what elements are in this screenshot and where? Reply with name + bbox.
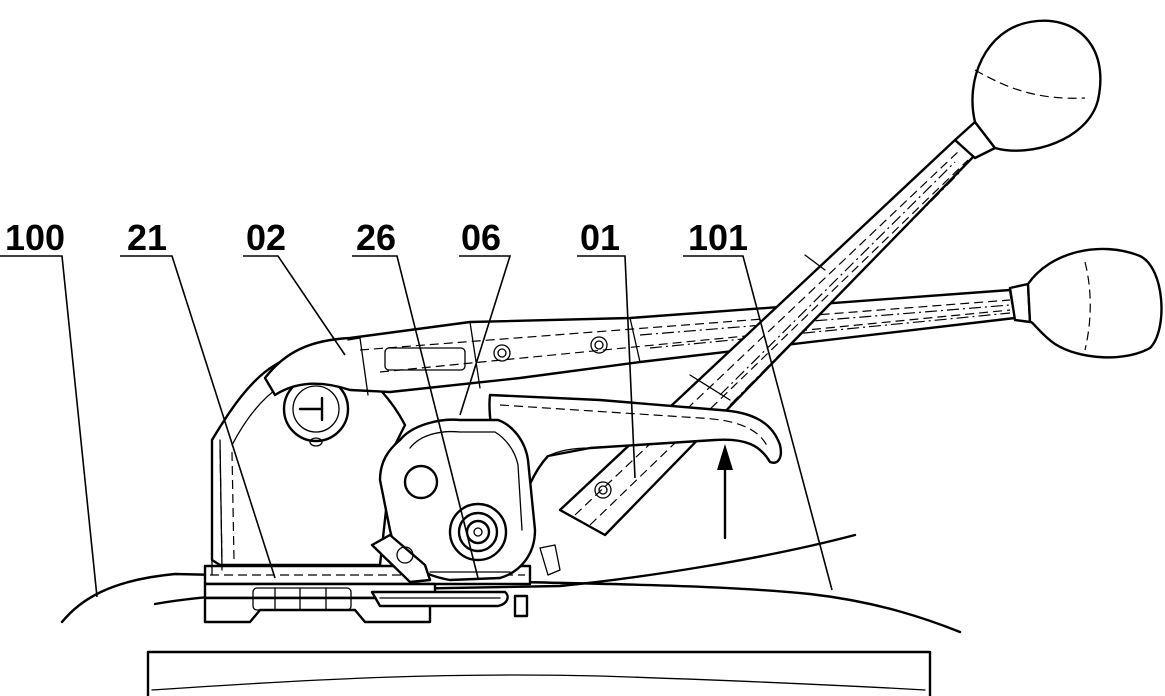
base-plate: [203, 564, 532, 624]
up-arrow-icon: [717, 444, 733, 540]
label-01: 01: [580, 217, 620, 258]
strap-lower-100: [60, 572, 962, 634]
sealing-head: [370, 418, 561, 584]
package-block: [146, 650, 932, 696]
label-02: 02: [246, 217, 286, 258]
label-26: 26: [356, 217, 396, 258]
label-21: 21: [127, 217, 167, 258]
leader-lines: [0, 255, 833, 598]
pivot-knob: [282, 365, 350, 447]
tension-handle: [263, 247, 1163, 397]
diagonal-handle: [558, 19, 1102, 537]
label-06: 06: [461, 217, 501, 258]
label-101: 101: [688, 217, 748, 258]
label-100: 100: [5, 217, 65, 258]
